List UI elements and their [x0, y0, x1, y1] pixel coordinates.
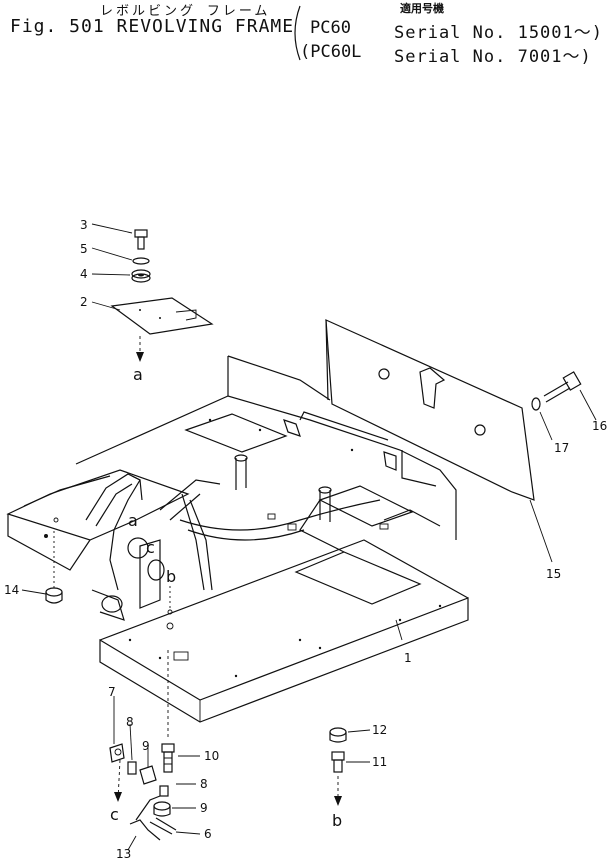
callout-9-lower: 9: [200, 801, 208, 815]
callout-4: 4: [80, 267, 88, 281]
callout-7: 7: [108, 685, 116, 699]
arrow-to-c: [114, 792, 122, 802]
callout-11: 11: [372, 755, 387, 769]
washer-part-17: [531, 397, 541, 411]
cap-part-12: [329, 727, 347, 743]
callout-9-upper: 9: [142, 739, 150, 753]
callout-12: 12: [372, 723, 387, 737]
model-pc60l: (PC60L: [300, 42, 362, 62]
ref-a-mid: a: [128, 511, 138, 530]
callout-2: 2: [80, 295, 88, 309]
plug-part-14: [45, 587, 63, 604]
callout-17: 17: [554, 441, 569, 455]
open-parenthesis: [294, 5, 301, 61]
fitting-part-11: [331, 751, 345, 773]
cover-plate-part-15: [325, 319, 535, 501]
callout-6: 6: [204, 827, 212, 841]
revolving-frame-part-1: [6, 355, 469, 723]
ref-b-bottom: b: [332, 811, 342, 830]
plate-part-2: [110, 297, 214, 335]
nut-part-9-lower: [153, 801, 171, 817]
callout-14: 14: [4, 583, 19, 597]
bolt-part-3: [134, 229, 148, 250]
bent-pipe-part-13: [129, 795, 161, 841]
arrow-to-b: [334, 796, 342, 806]
ref-b-mid: b: [166, 567, 176, 586]
valve-part-10: [161, 743, 175, 773]
serial-pc60l: Serial No. 7001～): [394, 47, 592, 67]
model-pc60: PC60: [310, 18, 351, 38]
callout-10: 10: [204, 749, 219, 763]
japanese-serial-label: 適用号機: [400, 2, 444, 15]
callout-8-lower: 8: [200, 777, 208, 791]
callout-15: 15: [546, 567, 561, 581]
bolt-part-16: [543, 371, 582, 403]
callout-5: 5: [80, 242, 88, 256]
washer-part-5: [132, 257, 150, 265]
elbow-part-7: [109, 743, 125, 763]
figure-title: Fig. 501 REVOLVING FRAME: [10, 16, 295, 37]
nut-part-4: [131, 269, 151, 283]
pipe-part-6: [149, 817, 177, 835]
callout-8-upper: 8: [126, 715, 134, 729]
ref-a-top: a: [133, 365, 143, 384]
ref-c-mid: c: [146, 538, 155, 557]
callout-3: 3: [80, 218, 88, 232]
arrow-to-a: [136, 352, 144, 362]
japanese-title: レボルビング フレーム: [100, 4, 271, 19]
nipple-part-8-lower: [159, 785, 169, 797]
callout-1: 1: [404, 651, 412, 665]
fitting-part-9-upper: [139, 765, 157, 785]
callout-13: 13: [116, 847, 131, 861]
callout-16: 16: [592, 419, 607, 433]
serial-pc60: Serial No. 15001～): [394, 23, 603, 43]
nipple-part-8-upper: [127, 761, 137, 775]
ref-c-bottom: c: [110, 805, 119, 824]
